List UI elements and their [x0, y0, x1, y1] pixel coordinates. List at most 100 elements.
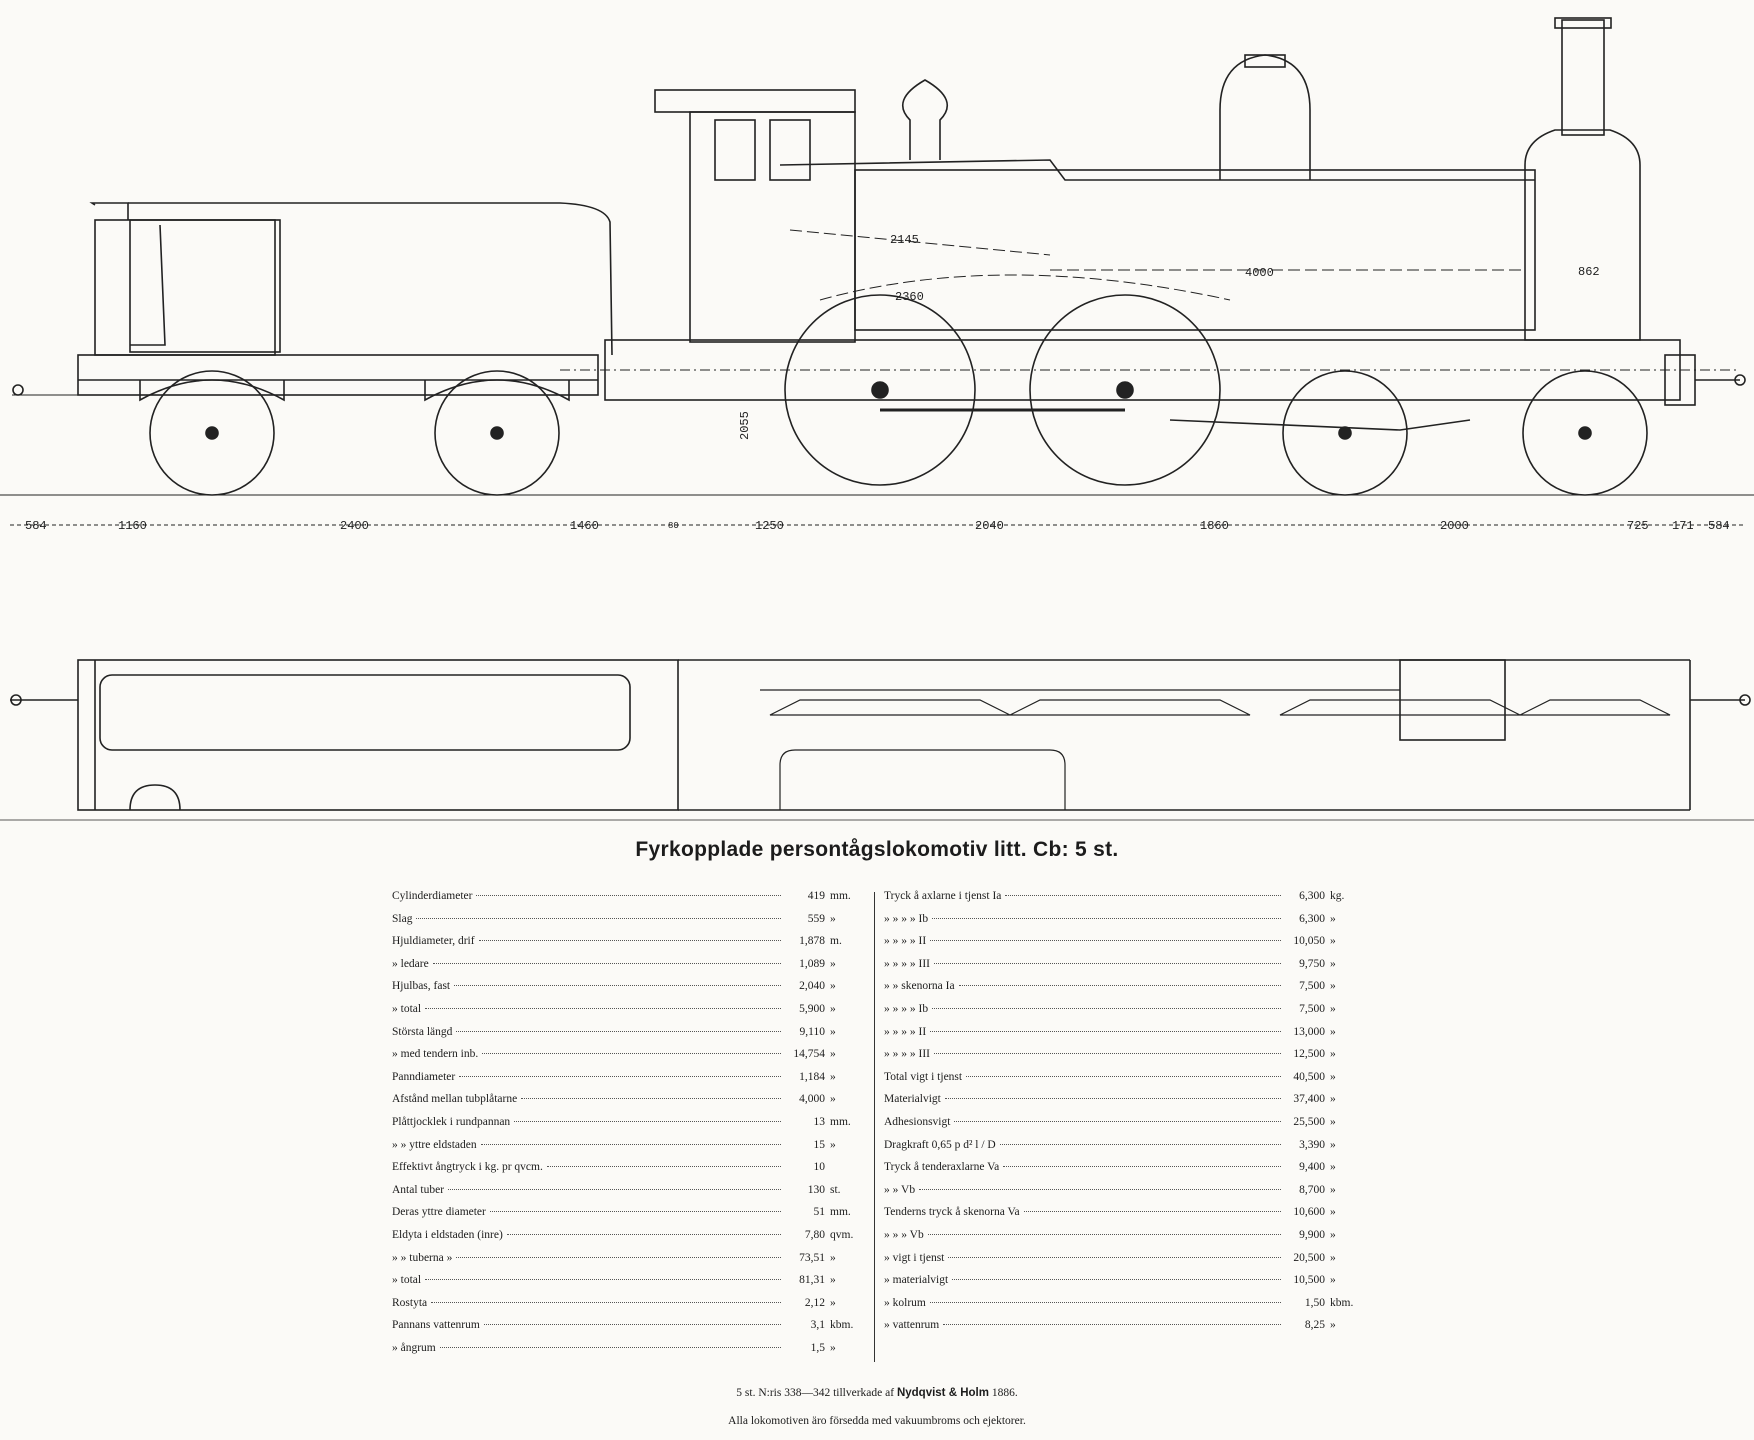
spec-label: » » » » III [884, 957, 930, 970]
spec-row: » » » » Ib 7,500 » [884, 1003, 1360, 1026]
dot-leader [478, 940, 781, 942]
spec-unit: mm. [830, 1206, 851, 1219]
spec-unit: mm. [830, 1115, 851, 1128]
dot-leader [930, 940, 1281, 942]
dot-leader [489, 1211, 781, 1213]
spec-label: Eldyta i eldstaden (inre) [392, 1228, 503, 1241]
spec-unit: st. [830, 1183, 841, 1196]
spec-value: 51 [813, 1206, 826, 1219]
spec-label: » » » » III [884, 1048, 930, 1061]
drawing-label: 2360 [895, 290, 924, 304]
dot-leader [952, 1279, 1281, 1281]
spec-value: 25,500 [1293, 1115, 1325, 1128]
spec-label: » » » » Ib [884, 1002, 929, 1015]
spec-label: » vattenrum [884, 1319, 940, 1332]
spec-unit: » [1330, 1228, 1336, 1241]
dot-leader [958, 985, 1281, 987]
spec-label: » » » » II [884, 935, 927, 948]
drawing-label: 862 [1578, 265, 1600, 279]
spec-unit: » [830, 1025, 836, 1038]
steam-dome [1219, 54, 1311, 180]
spec-unit: » [1330, 1002, 1336, 1015]
spec-value: 4,000 [799, 1093, 825, 1106]
spec-value: 7,500 [1299, 1002, 1325, 1015]
driving-wheel-2 [1029, 294, 1221, 486]
dim-label: 171 [1672, 519, 1694, 533]
dot-leader [439, 1346, 781, 1348]
spec-value: 12,500 [1293, 1048, 1325, 1061]
spec-unit: » [1330, 1161, 1336, 1174]
dot-leader [932, 917, 1281, 919]
spec-value: 10 [813, 1161, 826, 1174]
spec-unit: » [1330, 1183, 1336, 1196]
spec-label: » » » Vb [884, 1228, 924, 1241]
spec-label: Tryck å axlarne i tjenst Ia [884, 890, 1002, 902]
spec-unit: » [1330, 1115, 1336, 1128]
page-title: Fyrkopplade persontågslokomotiv litt. Cb… [635, 838, 1119, 861]
dim-label: 1860 [1200, 519, 1229, 533]
spec-value: 559 [807, 912, 825, 925]
footer-equipment-note: Alla lokomotiven äro försedda med vakuum… [728, 1415, 1026, 1427]
spec-unit: » [1330, 1251, 1336, 1264]
spec-row: » med tendern inb.14,754» [392, 1048, 864, 1071]
spec-label: Cylinderdiameter [392, 890, 473, 902]
dot-leader [432, 962, 781, 964]
drawing-label: 4000 [1245, 266, 1274, 280]
spec-unit: qvm. [830, 1228, 854, 1241]
spec-value: 9,400 [1299, 1161, 1325, 1174]
spec-unit: » [830, 1070, 836, 1083]
spec-value: 5,900 [799, 1002, 825, 1015]
spec-label: Panndiameter [392, 1070, 456, 1083]
spec-unit: » [1330, 1274, 1336, 1287]
drawing-label: 2055 [738, 411, 752, 440]
spec-label: » ledare [392, 957, 429, 970]
dot-leader [448, 1188, 781, 1190]
spec-unit: » [830, 1138, 836, 1151]
dim-label: 2400 [340, 519, 369, 533]
locomotive-technical-drawing: 584 1160 2400 1460 1250 2040 1860 2000 7… [0, 17, 1754, 821]
boiler [854, 169, 1536, 331]
spec-value: 1,878 [799, 935, 825, 948]
dot-leader [948, 1256, 1281, 1258]
spec-unit: » [1330, 1070, 1336, 1083]
spec-value: 2,040 [799, 980, 825, 993]
spec-label: Rostyta [392, 1296, 428, 1309]
spec-row: » » tuberna »73,51» [392, 1252, 864, 1275]
spec-value: 9,900 [1299, 1228, 1325, 1241]
spec-label: Hjulbas, fast [392, 980, 451, 993]
spec-unit: » [830, 1048, 836, 1061]
dot-leader [999, 1143, 1281, 1145]
spec-label: » » tuberna » [392, 1251, 453, 1264]
spec-value: 73,51 [799, 1251, 825, 1264]
spec-value: 2,12 [804, 1296, 825, 1309]
tender-tank [94, 219, 276, 356]
footer-year: 1886. [991, 1387, 1018, 1399]
dot-leader [506, 1233, 781, 1235]
spec-unit: » [830, 957, 836, 970]
spec-value: 10,600 [1293, 1206, 1325, 1219]
spec-label: Deras yttre diameter [392, 1206, 486, 1219]
spec-label: Slag [392, 912, 413, 925]
column-divider [874, 892, 875, 1362]
dot-leader [514, 1120, 781, 1122]
spec-row: Tryck å tenderaxlarne Va 9,400 » [884, 1161, 1360, 1184]
spec-value: 37,400 [1293, 1093, 1325, 1106]
dot-leader [932, 1007, 1281, 1009]
spec-label: Tryck å tenderaxlarne Va [884, 1161, 1000, 1174]
spec-label: » ångrum [392, 1341, 436, 1354]
